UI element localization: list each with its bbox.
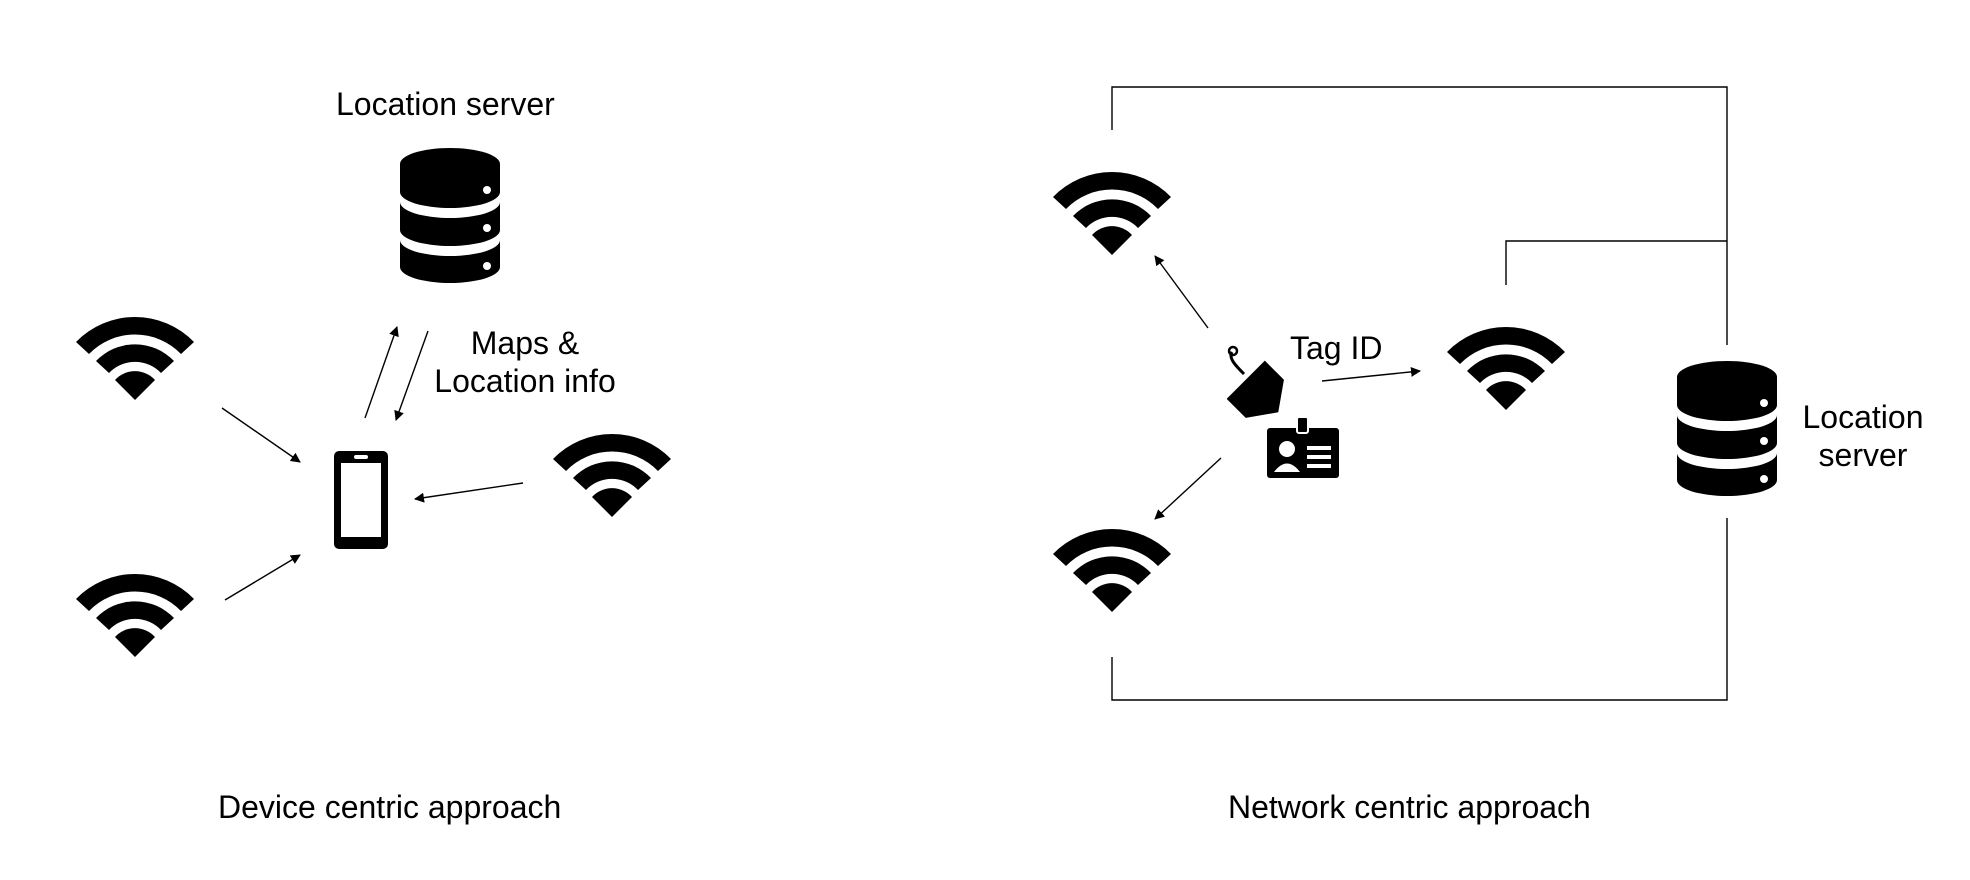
smartphone-icon xyxy=(334,451,388,549)
wifi-icon xyxy=(1053,171,1171,255)
signal-arrows xyxy=(1154,255,1421,520)
device-centric-caption: Device centric approach xyxy=(218,789,562,825)
tag-icon xyxy=(1226,345,1284,418)
maps-location-info-label: Maps & Location info xyxy=(420,324,630,400)
right-server-label: Location server xyxy=(1793,398,1933,474)
maps-line-2: Location info xyxy=(434,363,616,399)
id-badge-icon xyxy=(1267,416,1339,478)
database-icon xyxy=(1677,361,1777,496)
wifi-icon xyxy=(76,316,194,400)
network-centric-caption: Network centric approach xyxy=(1228,789,1591,825)
connection-arrows xyxy=(221,326,524,601)
wired-connections xyxy=(1111,86,1728,701)
database-icon xyxy=(400,148,500,283)
tag-id-label: Tag ID xyxy=(1290,330,1383,366)
server-line-1: Location xyxy=(1802,399,1924,435)
server-line-2: server xyxy=(1818,437,1908,473)
wifi-icon xyxy=(76,573,194,657)
wifi-icon xyxy=(1053,528,1171,612)
wifi-icon xyxy=(1447,326,1565,410)
left-server-label: Location server xyxy=(336,86,555,122)
maps-line-1: Maps & xyxy=(470,325,580,361)
wifi-icon xyxy=(553,433,671,517)
